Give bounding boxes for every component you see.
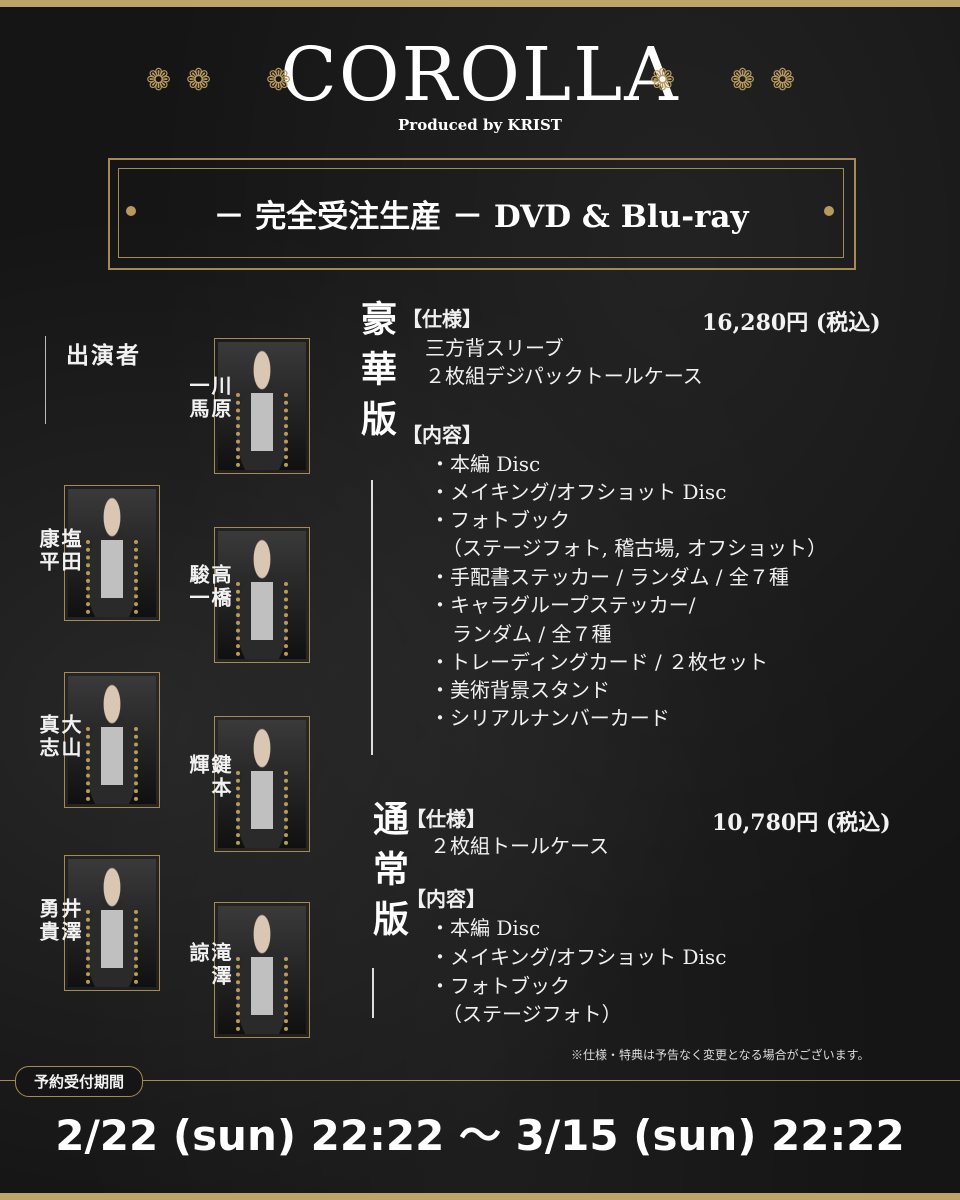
cast-photo <box>214 902 310 1038</box>
dot-ornament-icon <box>126 206 136 216</box>
deluxe-content-label: 【内容】 <box>402 423 482 447</box>
deluxe-content-item: ・メイキング/オフショット Disc <box>430 480 727 504</box>
dot-ornament-icon <box>824 206 834 216</box>
flower-ornament-icon: ❁ <box>770 63 796 98</box>
standard-content-label: 【内容】 <box>406 887 486 911</box>
standard-content-item: ・フォトブック <box>430 974 570 998</box>
flower-ornament-icon: ❁ <box>266 63 292 98</box>
cast-name: 塩田 康平 <box>36 528 82 574</box>
cast-photo <box>64 672 160 808</box>
deluxe-content-item: ・シリアルナンバーカード <box>430 706 670 730</box>
deluxe-spec-item: 三方背スリーブ <box>425 336 564 360</box>
deluxe-divider <box>371 480 373 755</box>
top-border <box>0 0 960 7</box>
standard-edition-title: 通常版 <box>367 800 409 950</box>
deluxe-spec-label: 【仕様】 <box>402 307 482 331</box>
bottom-border <box>0 1193 960 1200</box>
standard-content-item: ・メイキング/オフショット Disc <box>430 945 727 969</box>
deluxe-content-item: （ステージフォト, 稽古場, オフショット） <box>442 536 828 560</box>
reservation-label: 予約受付期間 <box>15 1066 144 1097</box>
banner-title: － 完全受注生産 － DVD & Blu-ray <box>118 168 844 258</box>
deluxe-spec-item: ２枚組デジパックトールケース <box>425 364 703 388</box>
deluxe-content-item: ・トレーディングカード / ２枚セット <box>430 650 769 674</box>
deluxe-content-item: ・本編 Disc <box>430 452 541 476</box>
standard-price: 10,780円 (税込) <box>712 810 891 836</box>
cast-name: 井澤 勇貴 <box>36 898 82 944</box>
cast-name: 高橋 駿一 <box>186 564 232 610</box>
deluxe-price: 16,280円 (税込) <box>702 310 881 336</box>
reservation-divider <box>0 1080 960 1081</box>
cast-photo <box>64 855 160 991</box>
deluxe-content-item: ・手配書ステッカー / ランダム / 全７種 <box>430 565 789 589</box>
standard-divider <box>372 968 374 1018</box>
cast-photo <box>214 716 310 852</box>
banner-frame <box>108 158 856 270</box>
standard-content-item: （ステージフォト） <box>442 1002 622 1026</box>
deluxe-content-item: ランダム / 全７種 <box>452 622 612 646</box>
produced-by: Produced by KRIST <box>398 116 562 134</box>
cast-name: 鍵本 輝 <box>186 754 232 800</box>
cast-name: 川原 一馬 <box>186 375 232 421</box>
flower-ornament-icon: ❁ <box>186 63 212 98</box>
flower-ornament-icon: ❁ <box>146 63 172 98</box>
cast-name: 大山 真志 <box>36 714 82 760</box>
cast-name: 滝澤 諒 <box>186 942 232 988</box>
cast-photo <box>214 527 310 663</box>
disclaimer-note: ※仕様・特典は予告なく変更となる場合がございます。 <box>571 1048 870 1062</box>
logo-title: COROLLA <box>280 32 680 118</box>
standard-spec-label: 【仕様】 <box>406 807 486 831</box>
standard-content-item: ・本編 Disc <box>430 916 541 940</box>
cast-photo <box>64 485 160 621</box>
standard-spec-item: ２枚組トールケース <box>430 834 609 858</box>
deluxe-content-item: ・フォトブック <box>430 508 570 532</box>
deluxe-edition-title: 豪華版 <box>355 300 397 450</box>
reservation-period: 2/22 (sun) 22:22 〜 3/15 (sun) 22:22 <box>55 1111 905 1160</box>
logo: COROLLA Produced by KRIST <box>0 30 960 134</box>
flower-ornament-icon: ❁ <box>650 63 676 98</box>
flower-ornament-icon: ❁ <box>730 63 756 98</box>
cast-label: 出演者 <box>66 342 141 369</box>
cast-divider <box>45 336 46 424</box>
deluxe-content-item: ・キャラグループステッカー/ <box>430 593 696 617</box>
cast-photo <box>214 338 310 474</box>
deluxe-content-item: ・美術背景スタンド <box>430 678 610 702</box>
